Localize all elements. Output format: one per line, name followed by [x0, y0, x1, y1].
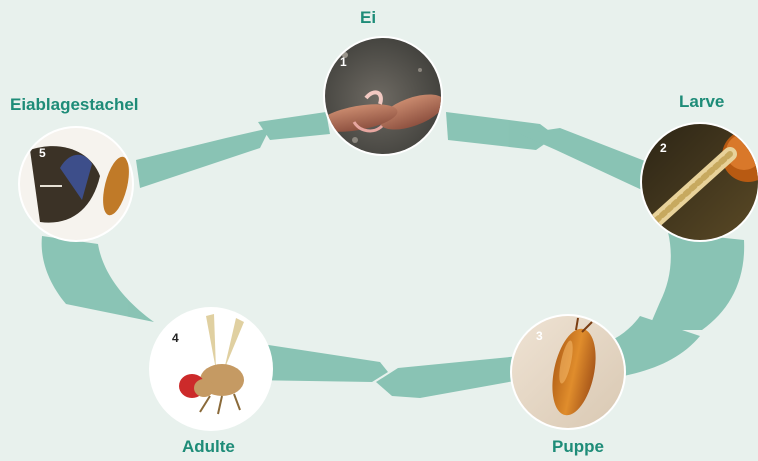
stage-number: 3	[536, 329, 543, 343]
arrow-puppe-to-adulte	[376, 356, 520, 398]
stage-number: 5	[39, 146, 46, 160]
arrow-eiablage-to-ei	[136, 128, 270, 188]
stage-larve: 2	[640, 122, 758, 242]
stage-number: 1	[340, 55, 347, 69]
stage-number: 4	[172, 331, 179, 345]
label-ei: Ei	[360, 8, 376, 28]
stage-adulte: 4	[149, 307, 274, 432]
arrow-larve-to-puppe	[648, 232, 744, 330]
label-larve: Larve	[679, 92, 724, 112]
label-puppe: Puppe	[552, 437, 604, 457]
stage-puppe: 3	[510, 314, 630, 434]
label-adulte: Adulte	[182, 437, 235, 457]
stage-ei: 1	[317, 34, 450, 164]
arrow-adulte-to-eiablage	[42, 236, 154, 322]
stage-eiablagestachel: 5	[18, 126, 134, 242]
arrow-ei-entry	[258, 112, 330, 140]
stage-number: 2	[660, 141, 667, 155]
arrow-ei-to-larve	[446, 112, 556, 150]
label-eiablagestachel: Eiablagestachel	[10, 95, 139, 115]
